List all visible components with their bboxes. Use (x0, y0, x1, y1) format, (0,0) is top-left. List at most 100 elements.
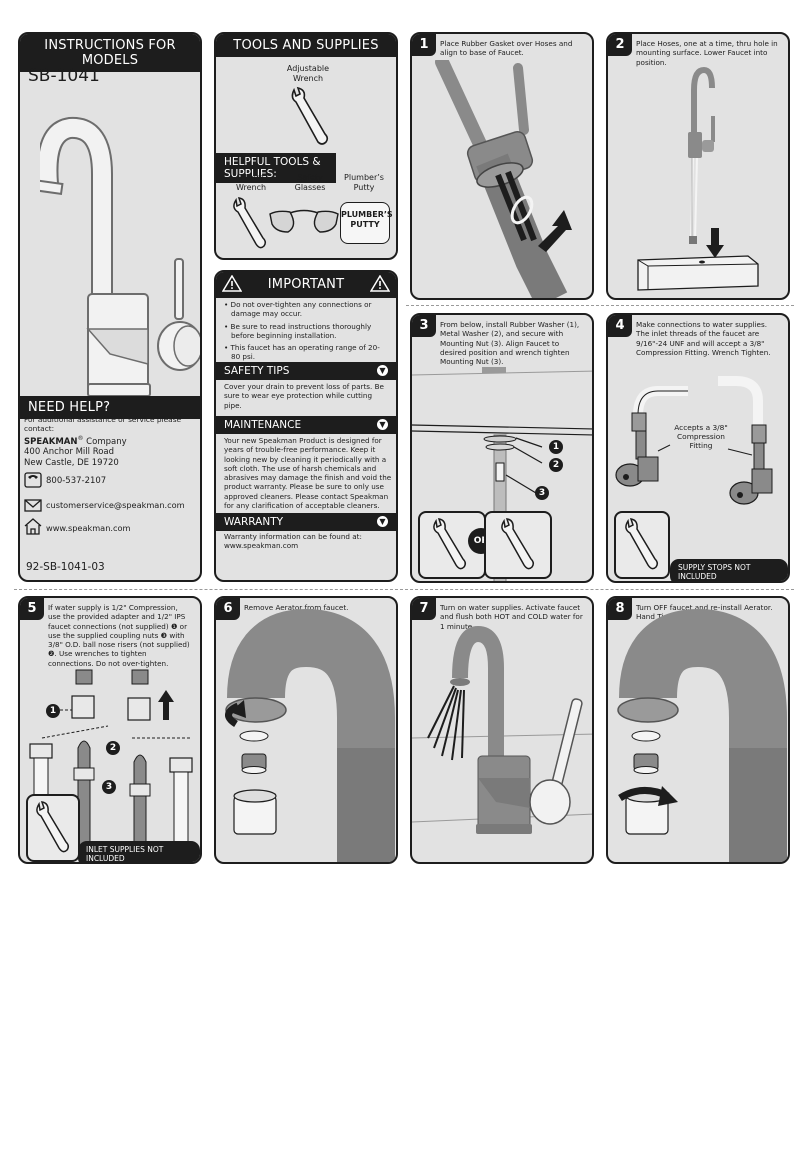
warranty-text: Warranty information can be found at: ww… (224, 532, 362, 551)
wrench-icon (501, 518, 535, 570)
inlet-supplies-note: INLET SUPPLIES NOT INCLUDED (78, 841, 200, 862)
home-icon (24, 518, 42, 535)
adjustable-wrench-label: Adjustable Wrench (286, 64, 330, 83)
chevron-down-icon: ▼ (377, 419, 388, 430)
warning-icon (370, 275, 390, 292)
instructions-panel: INSTRUCTIONS FOR MODELS SB-1041 NEED HEL… (18, 32, 202, 582)
bullet-text: Be sure to read instructions thoroughly … (230, 321, 372, 340)
step-1-illustration (435, 60, 572, 298)
wrench-icon (433, 518, 467, 570)
warranty-header: WARRANTY▼ (216, 513, 396, 531)
company-block: SPEAKMAN® Company 400 Anchor Mill Road N… (24, 434, 127, 468)
step-7-illustration (412, 625, 592, 834)
step-8-panel: 8 Turn OFF faucet and re-install Aerator… (606, 596, 790, 864)
step-3-panel: 3 From below, install Rubber Washer (1),… (410, 313, 594, 583)
email-link[interactable]: customerservice@speakman.com (46, 500, 185, 510)
callout-1: 1 (46, 704, 60, 718)
step-3-text: From below, install Rubber Washer (1), M… (440, 320, 580, 367)
step-4-panel: 4 Make connections to water supplies. Th… (606, 313, 790, 583)
need-help-header: NEED HELP? (20, 396, 200, 419)
step-2-panel: 2 Place Hoses, one at a time, thru hole … (606, 32, 790, 300)
safety-tips-text: Cover your drain to prevent loss of part… (224, 382, 384, 410)
wrench-frame (614, 511, 670, 579)
callout-1: 1 (549, 440, 563, 454)
step-2-text: Place Hoses, one at a time, thru hole in… (636, 39, 778, 67)
faucet-illustration (40, 116, 200, 397)
tools-header: TOOLS AND SUPPLIES (216, 34, 396, 57)
warranty-title: WARRANTY (224, 516, 284, 528)
website-link[interactable]: www.speakman.com (46, 523, 131, 533)
callout-2: 2 (106, 741, 120, 755)
step-8-badge: 8 (608, 598, 632, 620)
step-5-badge: 5 (20, 598, 44, 620)
putty-can: PLUMBER’S PUTTY (340, 202, 393, 244)
address-line-1: 400 Anchor Mill Road (24, 447, 115, 458)
bullet-text: This faucet has an operating range of 20… (230, 343, 380, 362)
safety-tips-header: SAFETY TIPS ▼ (216, 362, 396, 380)
safety-glasses-icon (269, 209, 339, 233)
address-line-2: New Castle, DE 19720 (24, 457, 119, 468)
step-8-illustration (617, 608, 787, 862)
company-name: SPEAKMAN (24, 436, 78, 447)
maintenance-header: MAINTENANCE ▼ (216, 416, 396, 434)
callout-3: 3 (102, 780, 116, 794)
step-6-badge: 6 (216, 598, 240, 620)
step-1-text: Place Rubber Gasket over Hoses and align… (440, 39, 573, 58)
bullet-item: • This faucet has an operating range of … (224, 343, 380, 362)
need-help-text: For additional assistance or service ple… (24, 415, 182, 433)
step-2-badge: 2 (608, 34, 632, 56)
step-7-text: Turn on water supplies. Activate faucet … (440, 603, 583, 631)
step-6-text: Remove Aerator from faucet. (244, 603, 349, 612)
model-number: SB-1041 (28, 66, 100, 86)
step-4-text: Make connections to water supplies. The … (636, 320, 771, 357)
row-divider (406, 305, 794, 306)
step-1-badge: 1 (412, 34, 436, 56)
warning-icon (222, 275, 242, 292)
step-1-panel: 1 Place Rubber Gasket over Hoses and ali… (410, 32, 594, 300)
putty-can-label: PLUMBER’S PUTTY (341, 210, 393, 229)
step-6-panel: 6 Remove Aerator from faucet. (214, 596, 398, 864)
phone-icon (24, 472, 42, 488)
wrench-frame (26, 794, 80, 862)
instructions-header: INSTRUCTIONS FOR MODELS (20, 34, 200, 72)
chevron-down-icon: ▼ (377, 365, 388, 376)
bullet-item: • Be sure to read instructions thoroughl… (224, 321, 372, 340)
step-7-panel: 7 Turn on water supplies. Activate fauce… (410, 596, 594, 864)
company-reg: ® (77, 435, 84, 442)
company-word: Company (83, 436, 127, 447)
important-header: IMPORTANT (216, 272, 396, 298)
tool-item-11mm-wrench: 11mm Wrench (235, 173, 267, 192)
callout-3: 3 (535, 486, 549, 500)
step-6-illustration (225, 608, 395, 862)
helpful-tools-header: HELPFUL TOOLS & SUPPLIES: (216, 153, 336, 183)
document-number: 92-SB-1041-03 (26, 561, 105, 573)
maintenance-title: MAINTENANCE (224, 419, 302, 431)
wrench-icon (291, 86, 329, 145)
wrench-option-b (484, 511, 552, 579)
important-title: IMPORTANT (267, 277, 345, 292)
step-4-illustration (615, 376, 773, 505)
compression-note: Accepts a 3/8" Compression Fitting (674, 423, 728, 450)
wrench-icon (36, 801, 70, 853)
supply-stops-note: SUPPLY STOPS NOT INCLUDED (670, 559, 788, 581)
small-wrench-icon (233, 197, 267, 249)
bullet-item: • Do not over-tighten any connections or… (224, 300, 372, 319)
important-bullets: • Do not over-tighten any connections or… (224, 300, 384, 362)
step-5-panel: 5 If water supply is 1/2" Compression, u… (18, 596, 202, 864)
step-2-illustration (637, 66, 759, 291)
step-7-badge: 7 (412, 598, 436, 620)
tools-panel: TOOLS AND SUPPLIES Adjustable Wrench HEL… (214, 32, 398, 260)
maintenance-text: Your new Speakman Product is designed fo… (224, 436, 392, 511)
callout-2: 2 (549, 458, 563, 472)
tool-item-plumbers-putty: Plumber’s Putty (344, 173, 384, 192)
bullet-text: Do not over-tighten any connections or d… (230, 300, 372, 319)
step-3-badge: 3 (412, 315, 436, 337)
row-divider (14, 589, 794, 590)
safety-tips-title: SAFETY TIPS (224, 365, 290, 377)
important-panel: IMPORTANT • Do not over-tighten any conn… (214, 270, 398, 582)
step-5-text: If water supply is 1/2" Compression, use… (48, 603, 190, 668)
step-4-badge: 4 (608, 315, 632, 337)
mail-icon (24, 499, 42, 512)
phone-number[interactable]: 800-537-2107 (46, 476, 107, 486)
wrench-icon (625, 518, 659, 570)
